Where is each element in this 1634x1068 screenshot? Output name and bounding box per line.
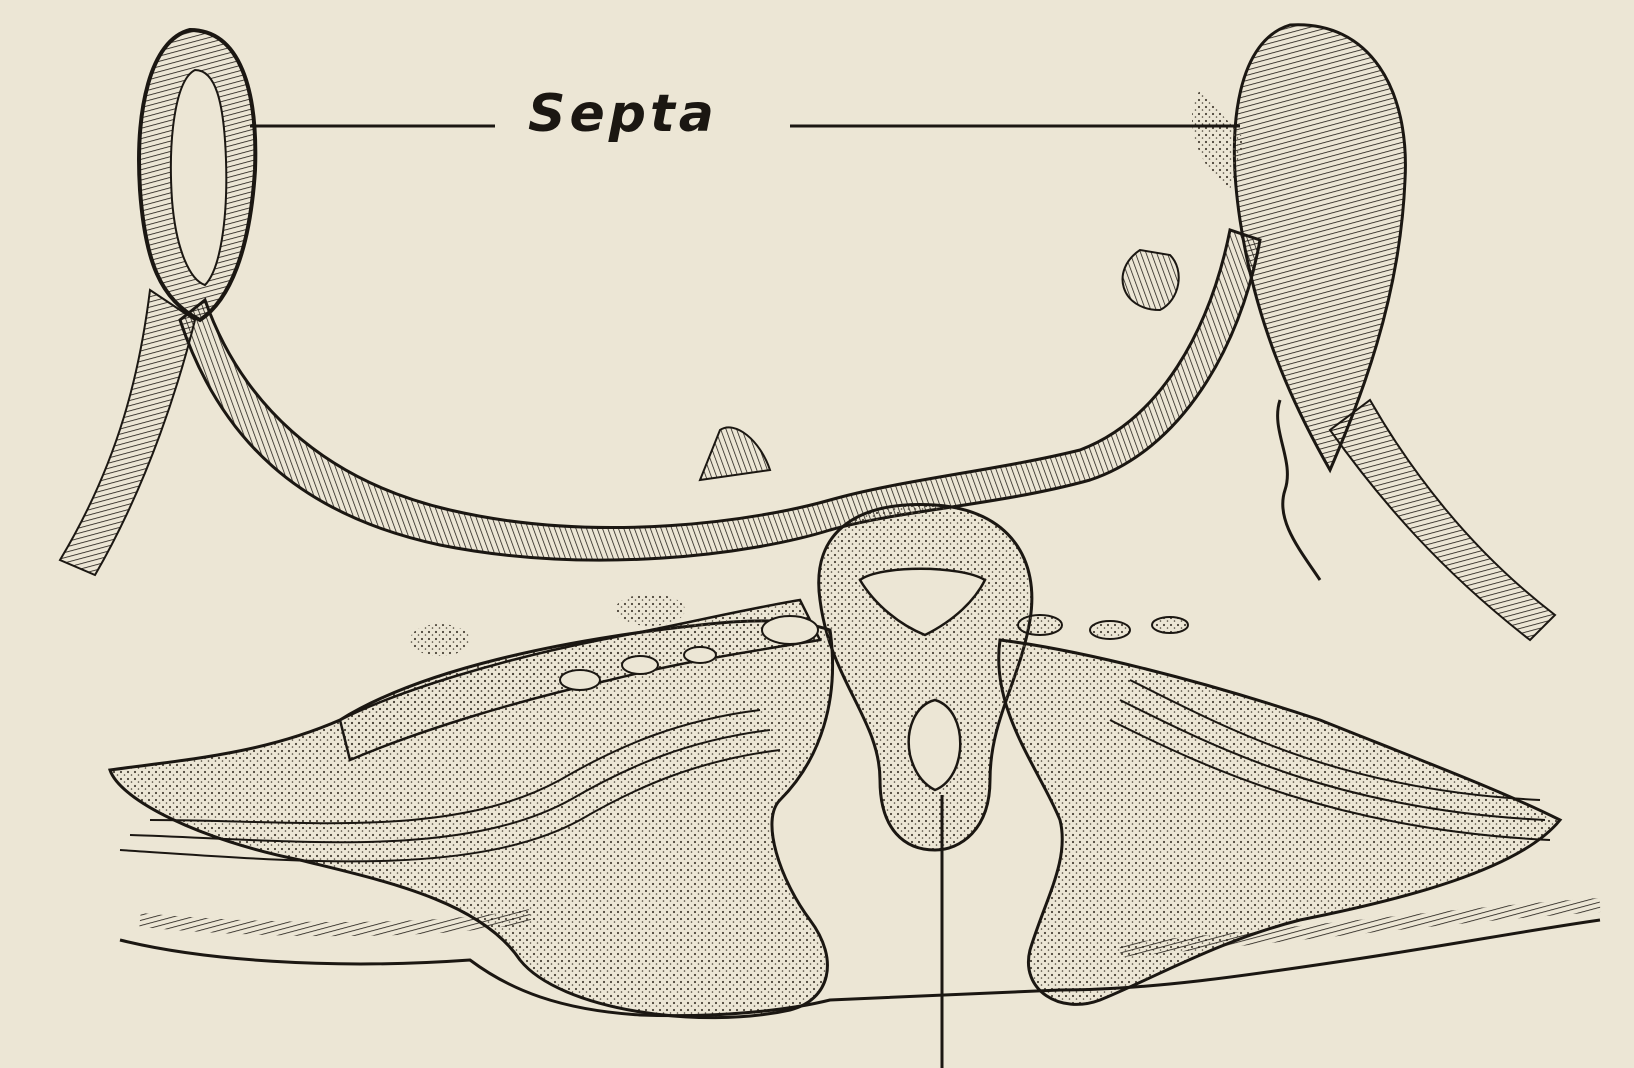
left-septum <box>60 30 255 575</box>
mesoderm <box>110 621 1560 1018</box>
septa-label: Septa <box>528 88 718 140</box>
ectoderm-base <box>120 905 1600 1016</box>
right-septum <box>1123 25 1555 640</box>
somatopleure-arc <box>180 230 1260 560</box>
